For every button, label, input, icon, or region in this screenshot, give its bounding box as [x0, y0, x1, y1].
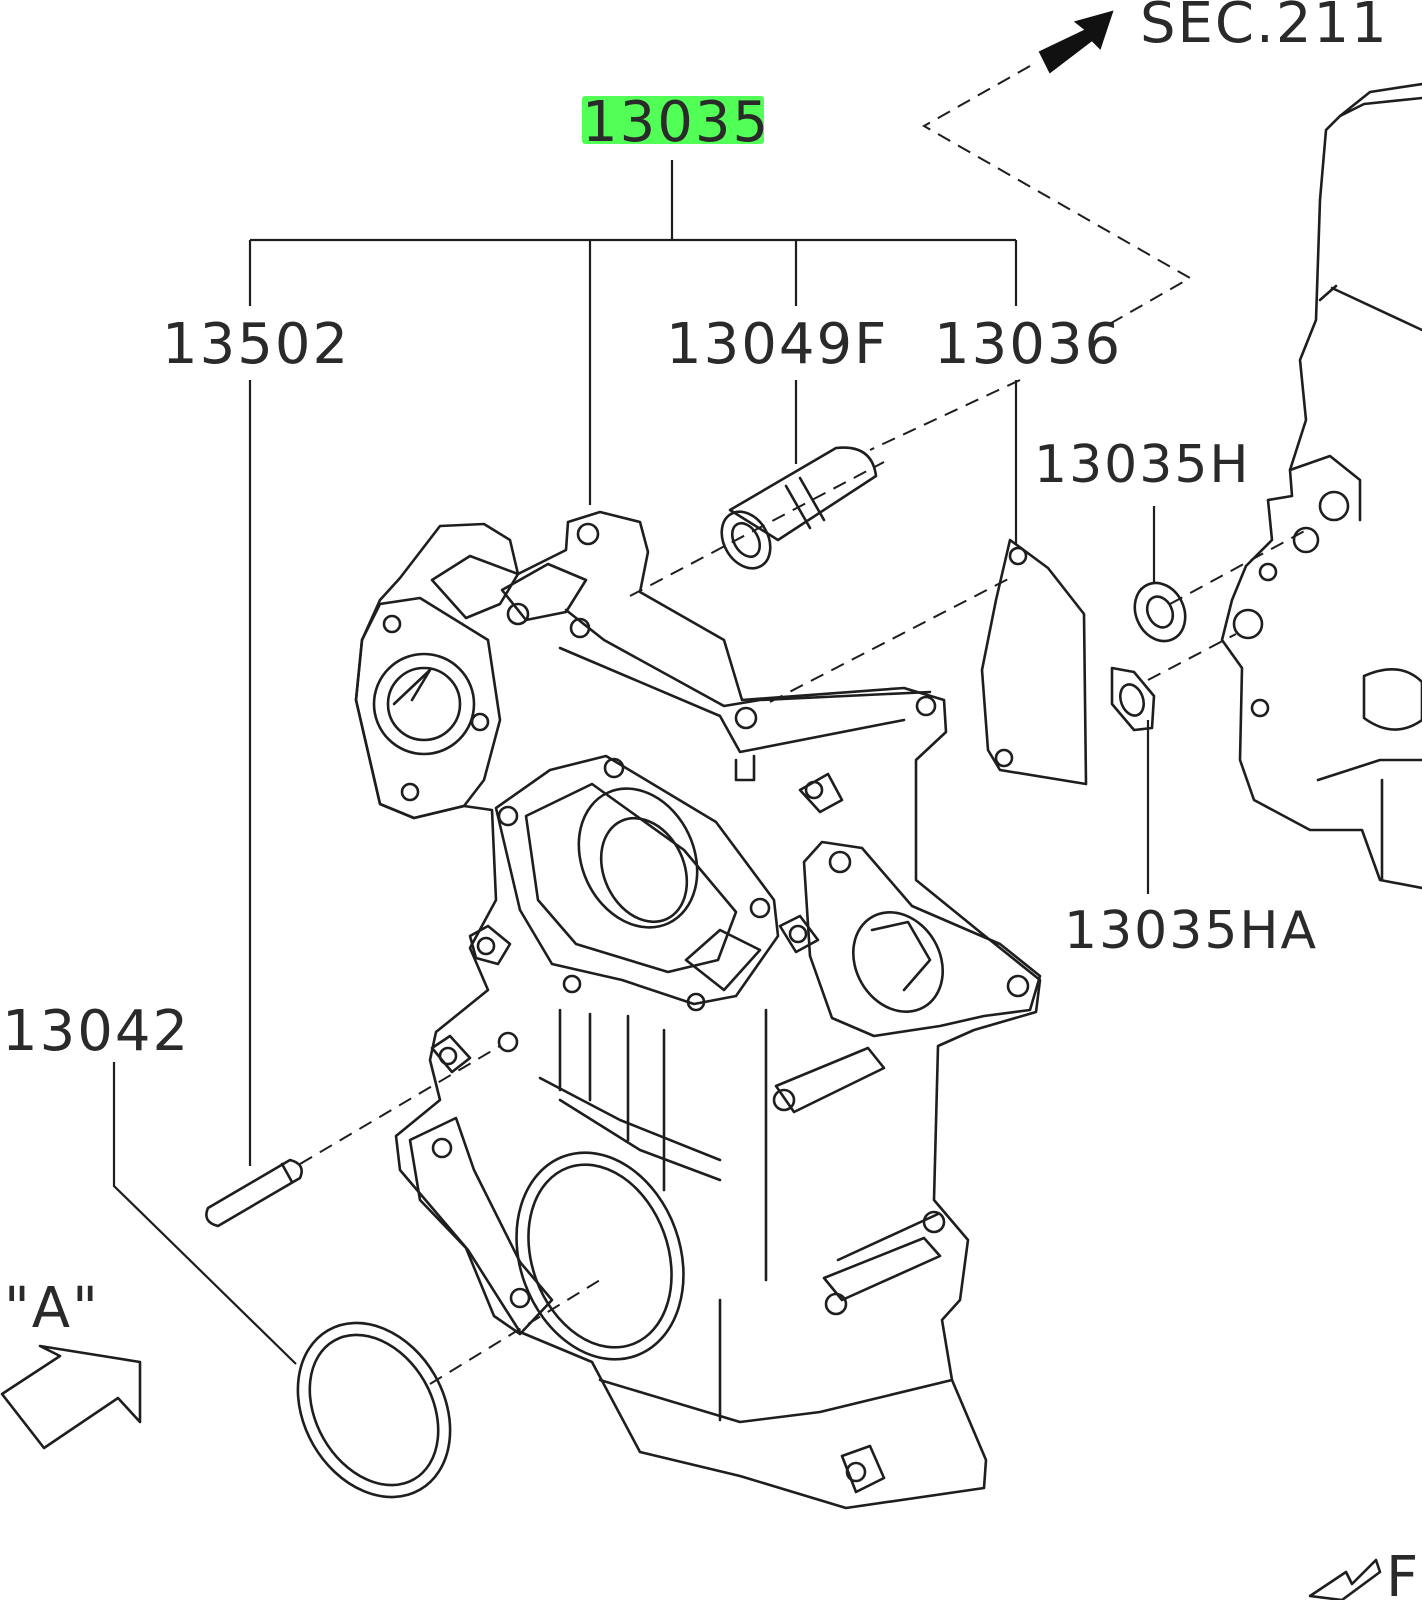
sec-ref-dashed-line	[921, 65, 1193, 327]
label-view-a: "A"	[4, 1276, 100, 1341]
oil-seal-13042[interactable]	[267, 1295, 480, 1524]
front-cover-13035[interactable]	[354, 510, 1042, 1510]
main-part-leader-tree	[248, 160, 1018, 505]
label-13036[interactable]: 13036	[934, 312, 1122, 377]
hollow-arrow-icon	[0, 1344, 142, 1450]
washer-13035h[interactable]	[1126, 575, 1195, 650]
arrow-up-right-icon[interactable]	[1038, 10, 1114, 74]
label-13035[interactable]: 13035	[582, 90, 770, 155]
label-13035ha[interactable]: 13035HA	[1064, 901, 1318, 961]
gasket-13036[interactable]	[980, 538, 1088, 786]
main-part-highlight	[582, 96, 764, 144]
label-13035h[interactable]: 13035H	[1034, 435, 1251, 495]
arrow-down-left-icon	[1308, 1558, 1382, 1600]
bushing-13049f[interactable]	[712, 446, 878, 577]
engine-block	[1220, 82, 1422, 890]
label-corner-f: F	[1386, 1545, 1420, 1600]
label-sec-211[interactable]: SEC.211	[1140, 0, 1389, 56]
assembly-dashed-lines	[299, 379, 1311, 1385]
nut-13035ha[interactable]	[1110, 666, 1156, 732]
label-13049f[interactable]: 13049F	[666, 312, 888, 377]
leader-13042	[112, 1062, 297, 1365]
label-13042[interactable]: 13042	[2, 999, 190, 1064]
label-13502[interactable]: 13502	[162, 312, 350, 377]
dowel-pin-13502[interactable]	[205, 1158, 303, 1228]
